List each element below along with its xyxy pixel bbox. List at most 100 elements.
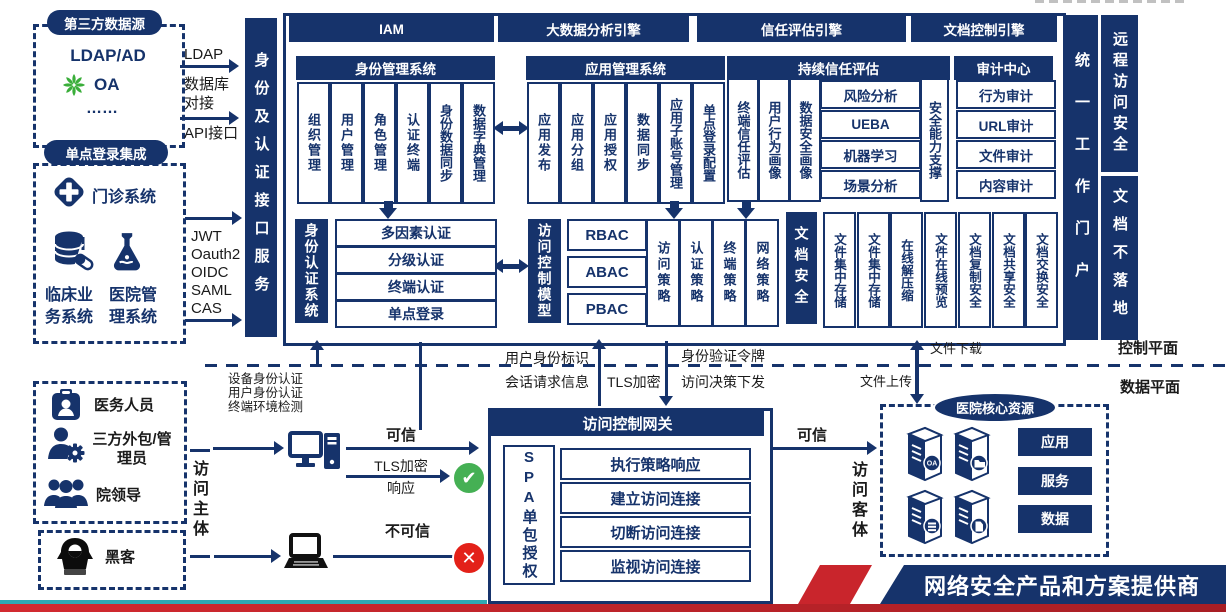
arrow-up-gateway — [592, 339, 606, 406]
decision-label: 访问决策下发 — [681, 374, 765, 390]
audit-row-behavior: 行为审计 — [956, 80, 1056, 109]
protocol-saml: SAML — [191, 282, 232, 299]
tls-label: TLS加密 — [607, 374, 661, 390]
link-ldap-label: LDAP — [184, 46, 224, 63]
untrusted-x-icon: ✕ — [452, 541, 486, 575]
gateway-title: 访问控制网关 — [491, 411, 764, 436]
trust-support-col: 安全能力支撑 — [920, 78, 949, 202]
object-trusted-label: 可信 — [797, 427, 828, 444]
untrusted-label: 不可信 — [385, 523, 431, 540]
identity-col-sync: 身份数据同步 — [429, 82, 462, 204]
resource-btn-service: 服务 — [1018, 467, 1092, 495]
arrow-tls-response — [346, 469, 450, 483]
doc-no-landing-bar: 文档不落地 — [1101, 176, 1138, 340]
resources-title: 医院核心资源 — [933, 392, 1057, 423]
doc-col-exchange: 文档交换安全 — [1025, 212, 1058, 328]
bottom-teal-strip — [0, 600, 487, 605]
device-check-label: 设备身份认证 — [228, 372, 304, 386]
outsourcing-label: 三方外包/管理员 — [92, 431, 172, 467]
arrow-gateway-resources — [770, 441, 877, 455]
admin-gear-icon — [46, 426, 86, 469]
auth-sys-bar: 身份认证系统 — [295, 219, 328, 323]
arrow-ldap — [180, 59, 239, 73]
doc-col-copy: 文档复制安全 — [958, 212, 991, 328]
identity-col-authterm: 认证终端 — [396, 82, 429, 204]
banner-band: 网络安全产品和方案提供商 — [880, 565, 1226, 604]
oa-flower-icon — [62, 73, 86, 102]
dots-label: …… — [86, 100, 118, 117]
upload-label: 文件上传 — [860, 374, 913, 389]
clinic-label: 门诊系统 — [92, 189, 157, 206]
leader-label: 院领导 — [96, 487, 142, 504]
arrow-db — [180, 111, 239, 125]
app-col-ssoconfig: 单点登录配置 — [692, 82, 725, 204]
resource-btn-data: 数据 — [1018, 505, 1092, 533]
doc-col-share: 文档共享安全 — [992, 212, 1025, 328]
gateway-row-monitor: 监视访问连接 — [560, 550, 751, 582]
engine-doc: 文档控制引擎 — [911, 16, 1057, 42]
identity-col-role: 角色管理 — [363, 82, 396, 204]
tls-response-label1: TLS加密 — [374, 458, 428, 474]
protocol-cas: CAS — [191, 300, 222, 317]
leaders-group-icon — [43, 476, 89, 517]
model-row-pbac: PBAC — [567, 293, 647, 325]
model-row-rbac: RBAC — [567, 219, 647, 251]
arrow-down-trust — [737, 201, 755, 219]
auth-row-mfa: 多因素认证 — [335, 219, 497, 247]
terminal-uplink-line — [419, 342, 422, 430]
app-col-datasync: 数据同步 — [626, 82, 659, 204]
arrow-trusted — [346, 441, 479, 455]
env-check-label: 终端环境检测 — [228, 400, 304, 414]
gateway-row-establish: 建立访问连接 — [560, 482, 751, 514]
banner-red-stripe — [798, 565, 872, 604]
protocol-jwt: JWT — [191, 228, 222, 245]
audit-row-file: 文件审计 — [956, 140, 1056, 169]
hospital-label: 医院管理系统 — [108, 287, 157, 326]
app-col-subaccount: 应用子账号管理 — [659, 82, 692, 204]
doc-col-unzip: 在线解压缩 — [890, 212, 923, 328]
audit-row-url: URL审计 — [956, 110, 1056, 139]
download-label: 文件下载 — [930, 341, 983, 356]
app-col-authz: 应用授权 — [593, 82, 626, 204]
auth-row-graded: 分级认证 — [335, 246, 497, 274]
remote-access-bar: 远程访问安全 — [1101, 15, 1138, 172]
server-document-icon — [952, 488, 992, 551]
protocol-oidc: OIDC — [191, 264, 229, 281]
doc-col-store2: 文件集中存储 — [857, 212, 890, 328]
server-stack-icon — [905, 488, 945, 551]
banner-text: 网络安全产品和方案提供商 — [923, 573, 1200, 599]
trust-row-scene: 场景分析 — [820, 170, 921, 199]
app-col-publish: 应用发布 — [527, 82, 560, 204]
audit-title: 审计中心 — [954, 56, 1053, 80]
ldap-ad-label: LDAP/AD — [70, 46, 146, 65]
server-oa-badge: OA — [927, 461, 938, 468]
gateway-spa-col: SPA单包授权 — [503, 445, 555, 585]
user-id-label: 用户身份标识 — [505, 350, 589, 366]
server-folder-icon — [952, 425, 992, 488]
policy-auth: 认证策略 — [679, 219, 713, 327]
session-label: 会话请求信息 — [505, 374, 589, 390]
model-row-abac: ABAC — [567, 256, 647, 288]
arrow-down-authterm — [379, 201, 397, 219]
identity-col-user: 用户管理 — [330, 82, 363, 204]
flask-icon — [106, 230, 148, 279]
arrow-down-ssoconfig — [665, 201, 683, 219]
trusted-label: 可信 — [386, 427, 417, 444]
audit-row-content: 内容审计 — [956, 170, 1056, 199]
policy-terminal: 终端策略 — [712, 219, 746, 327]
arrow-subject-laptop — [214, 549, 281, 563]
identity-mgmt-title: 身份管理系统 — [296, 56, 495, 80]
trusted-check-icon: ✔ — [452, 461, 486, 495]
arrow-file-updown — [910, 340, 924, 404]
access-model-bar: 访问控制模型 — [528, 219, 561, 323]
engine-trust: 信任评估引擎 — [697, 16, 906, 42]
server-oa-icon: OA — [905, 425, 945, 488]
resource-btn-app: 应用 — [1018, 428, 1092, 456]
app-mgmt-title: 应用管理系统 — [526, 56, 725, 80]
subject-bracket-top — [190, 449, 210, 452]
auth-row-terminal: 终端认证 — [335, 273, 497, 301]
access-subject-label: 访问主体 — [190, 460, 207, 540]
hacker-label: 黑客 — [105, 549, 136, 566]
trust-row-ml: 机器学习 — [820, 140, 921, 169]
